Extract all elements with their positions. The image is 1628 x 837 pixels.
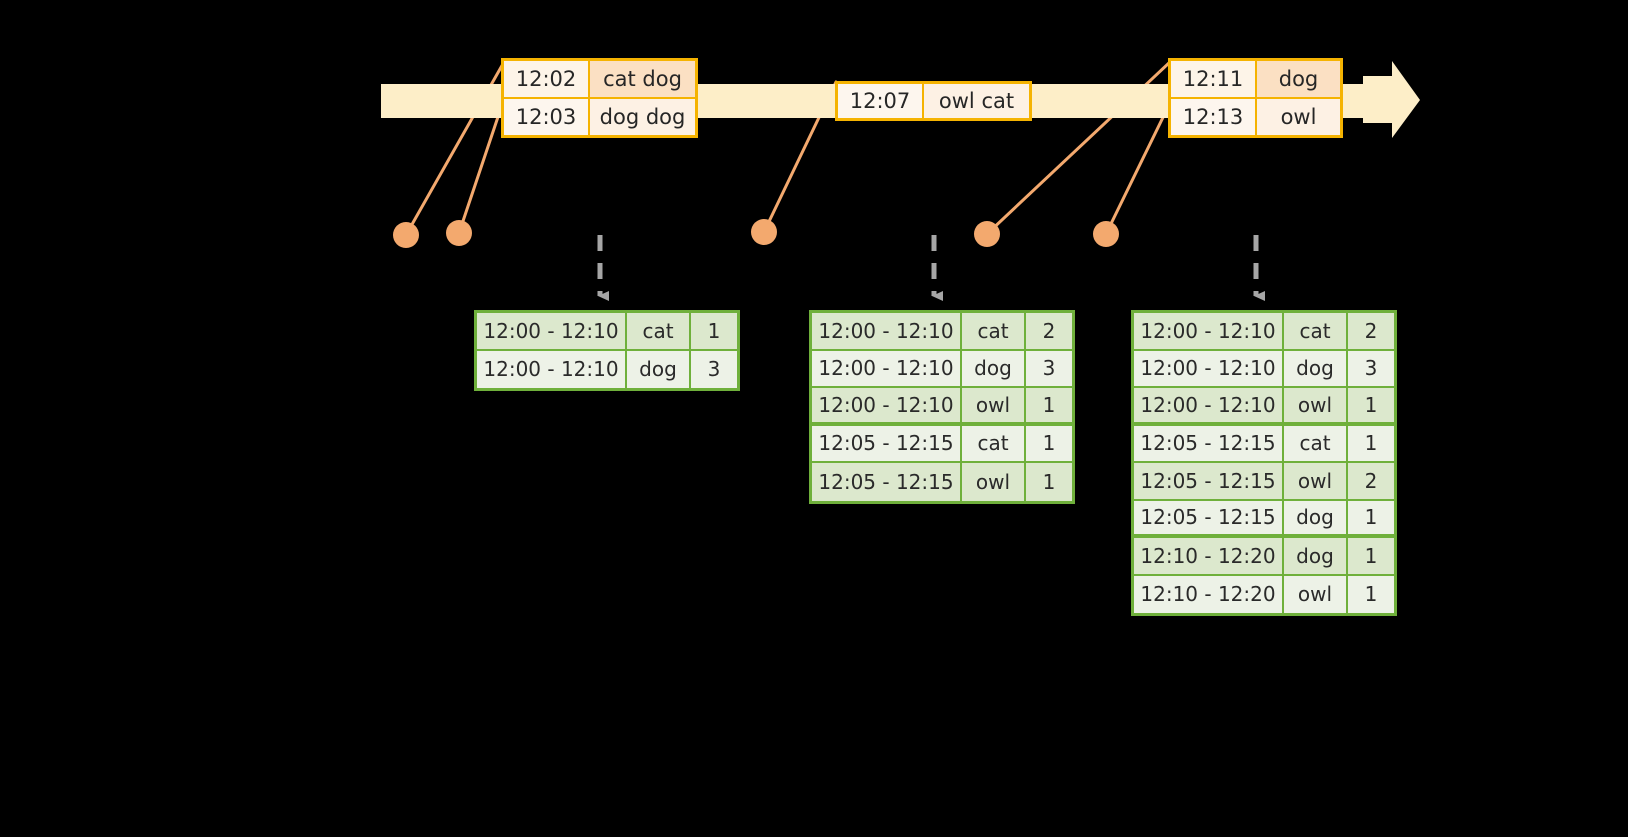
table-cell-word: cat <box>962 313 1026 351</box>
connector-dots <box>393 219 1119 248</box>
connector-dot-1 <box>393 222 419 248</box>
table-cell-window: 12:05 - 12:15 <box>1134 463 1284 501</box>
table-cell-word: cat <box>962 425 1026 463</box>
table-cell-word: dog <box>1284 538 1348 576</box>
event-words: dog dog <box>590 99 695 135</box>
connector-dot-4 <box>974 221 1000 247</box>
event-time: 12:02 <box>504 61 590 97</box>
table-cell-window: 12:05 - 12:15 <box>1134 500 1284 538</box>
leader-line-2 <box>457 100 505 235</box>
table-cell-word: owl <box>1284 575 1348 613</box>
table-cell-window: 12:00 - 12:10 <box>812 313 962 351</box>
table-cell-count: 2 <box>1348 463 1394 501</box>
event-group-2[interactable]: 12:07 owl cat <box>835 81 1032 121</box>
timeline-arrowhead <box>1363 61 1420 138</box>
table-cell-window: 12:10 - 12:20 <box>1134 538 1284 576</box>
table-cell-word: dog <box>962 350 1026 388</box>
connector-dot-2 <box>446 220 472 246</box>
table-cell-count: 3 <box>1348 350 1394 388</box>
event-time: 12:11 <box>1171 61 1257 97</box>
table-cell-window: 12:05 - 12:15 <box>812 463 962 501</box>
table-cell-word: dog <box>1284 500 1348 538</box>
dashed-arrows <box>597 235 1265 301</box>
table-cell-count: 1 <box>1348 575 1394 613</box>
table-cell-count: 1 <box>1026 388 1072 426</box>
connector-dot-5 <box>1093 221 1119 247</box>
table-cell-window: 12:00 - 12:10 <box>477 350 627 388</box>
event-words: owl <box>1257 99 1340 135</box>
table-cell-word: cat <box>627 313 691 351</box>
table-cell-window: 12:00 - 12:10 <box>1134 350 1284 388</box>
table-cell-count: 1 <box>691 313 737 351</box>
table-cell-window: 12:05 - 12:15 <box>812 425 962 463</box>
table-cell-count: 1 <box>1348 388 1394 426</box>
table-cell-count: 1 <box>1348 538 1394 576</box>
event-words: owl cat <box>924 84 1029 118</box>
table-cell-count: 3 <box>691 350 737 388</box>
table-cell-word: owl <box>1284 463 1348 501</box>
table-cell-count: 2 <box>1348 313 1394 351</box>
event-row[interactable]: 12:07 owl cat <box>838 84 1029 118</box>
table-cell-count: 1 <box>1348 425 1394 463</box>
event-row[interactable]: 12:13 owl <box>1171 97 1340 135</box>
event-group-3[interactable]: 12:11 dog 12:13 owl <box>1168 58 1343 138</box>
event-row[interactable]: 12:11 dog <box>1171 61 1340 97</box>
event-words: cat dog <box>590 61 695 97</box>
table-cell-count: 3 <box>1026 350 1072 388</box>
table-cell-count: 1 <box>1348 500 1394 538</box>
table-cell-word: dog <box>627 350 691 388</box>
table-cell-word: dog <box>1284 350 1348 388</box>
table-cell-window: 12:00 - 12:10 <box>812 350 962 388</box>
event-time: 12:13 <box>1171 99 1257 135</box>
table-cell-word: cat <box>1284 425 1348 463</box>
table-cell-word: owl <box>962 388 1026 426</box>
table-cell-window: 12:05 - 12:15 <box>1134 425 1284 463</box>
table-cell-window: 12:00 - 12:10 <box>477 313 627 351</box>
table-cell-window: 12:10 - 12:20 <box>1134 575 1284 613</box>
event-time: 12:07 <box>838 84 924 118</box>
table-cell-window: 12:00 - 12:10 <box>812 388 962 426</box>
event-time: 12:03 <box>504 99 590 135</box>
leader-line-5 <box>1104 101 1172 236</box>
table-cell-window: 12:00 - 12:10 <box>1134 313 1284 351</box>
table-cell-word: owl <box>962 463 1026 501</box>
table-cell-count: 1 <box>1026 463 1072 501</box>
table-cell-word: cat <box>1284 313 1348 351</box>
connector-dot-3 <box>751 219 777 245</box>
event-group-1[interactable]: 12:02 cat dog 12:03 dog dog <box>501 58 698 138</box>
event-words: dog <box>1257 61 1340 97</box>
event-row[interactable]: 12:03 dog dog <box>504 97 695 135</box>
table-cell-count: 2 <box>1026 313 1072 351</box>
event-row[interactable]: 12:02 cat dog <box>504 61 695 97</box>
table-cell-word: owl <box>1284 388 1348 426</box>
table-cell-count: 1 <box>1026 425 1072 463</box>
table-cell-window: 12:00 - 12:10 <box>1134 388 1284 426</box>
